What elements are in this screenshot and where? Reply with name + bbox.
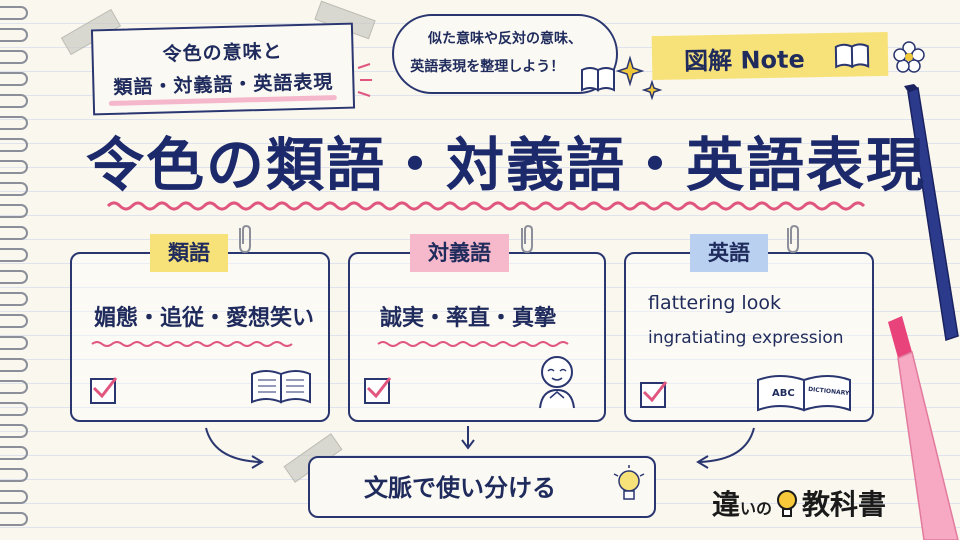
logo-part-2: いの <box>740 499 773 518</box>
spiral-ring <box>0 402 28 416</box>
wavy-underline <box>91 341 293 347</box>
english-label: 英語 <box>690 234 768 272</box>
synonym-label: 類語 <box>150 234 228 272</box>
spiral-ring <box>0 314 28 328</box>
conclusion-box: 文脈で使い分ける <box>308 456 656 518</box>
spiral-ring <box>0 358 28 372</box>
arrow-icon <box>205 427 264 469</box>
note-tag-text: 図解 Note <box>683 45 805 76</box>
spiral-ring <box>0 204 28 218</box>
pink-highlighter-icon <box>888 316 959 540</box>
blue-pen-icon <box>904 84 959 341</box>
logo-lightbulb-icon <box>772 482 802 521</box>
spiral-ring <box>0 270 28 284</box>
checkbox-checked <box>90 377 118 404</box>
open-book-icon <box>251 370 311 404</box>
wavy-underline <box>377 341 569 347</box>
sparkle-icon <box>615 55 663 101</box>
logo-part-1: 違 <box>712 488 741 521</box>
spiral-ring <box>0 6 28 20</box>
spiral-ring <box>0 226 28 240</box>
checkbox-checked <box>640 381 668 408</box>
spiral-binding <box>0 6 28 536</box>
antonym-text: 誠実・率直・真摯 <box>380 306 557 331</box>
checkbox-checked <box>364 377 392 404</box>
english-expression-2: ingratiating expression <box>648 328 844 348</box>
dictionary-abc-label: ABC <box>772 388 795 399</box>
spiral-ring <box>0 116 28 130</box>
person-bowing-icon <box>539 356 575 409</box>
note-tag: 図解 Note <box>651 31 889 81</box>
spiral-ring <box>0 138 28 152</box>
dictionary-icon <box>757 375 851 412</box>
antonym-label: 対義語 <box>410 234 509 272</box>
spiral-ring <box>0 424 28 438</box>
paperclip-icon <box>787 224 799 254</box>
spiral-ring <box>0 248 28 262</box>
subtitle-line-1: 令色の意味と <box>162 40 283 66</box>
synonym-text: 媚態・追従・愛想笑い <box>94 306 315 331</box>
lightbulb-icon <box>613 465 645 500</box>
flower-icon <box>893 41 925 73</box>
spiral-ring <box>0 380 28 394</box>
sparkle-lines-icon <box>357 63 372 97</box>
arrow-icon <box>696 427 755 469</box>
spiral-ring <box>0 490 28 504</box>
book-icon <box>581 67 615 92</box>
arrow-down-icon <box>461 426 475 450</box>
spiral-ring <box>0 28 28 42</box>
bubble-line-1: 似た意味や反対の意味、 <box>428 31 582 47</box>
spiral-ring <box>0 160 28 174</box>
main-title: 令色の類語・対義語・英語表現 <box>86 131 927 199</box>
spiral-ring <box>0 72 28 86</box>
spiral-ring <box>0 446 28 460</box>
bubble-line-2: 英語表現を整理しよう！ <box>410 59 565 75</box>
open-book-icon <box>834 43 870 69</box>
english-expression-1: flattering look <box>648 292 781 314</box>
spiral-ring <box>0 292 28 306</box>
speech-bubble: 似た意味や反対の意味、 英語表現を整理しよう！ <box>392 14 618 94</box>
spiral-ring <box>0 512 28 526</box>
site-logo: 違いの 教科書 <box>712 482 886 523</box>
spiral-ring <box>0 468 28 482</box>
subtitle-note: 令色の意味と 類語・対義語・英語表現 <box>90 22 356 116</box>
spiral-ring <box>0 336 28 350</box>
spiral-ring <box>0 50 28 64</box>
logo-part-3: 教科書 <box>802 488 887 521</box>
conclusion-text: 文脈で使い分ける <box>364 474 556 502</box>
spiral-ring <box>0 94 28 108</box>
spiral-ring <box>0 182 28 196</box>
paperclip-icon <box>239 224 251 254</box>
paperclip-icon <box>521 224 533 254</box>
wavy-underline <box>106 201 866 211</box>
